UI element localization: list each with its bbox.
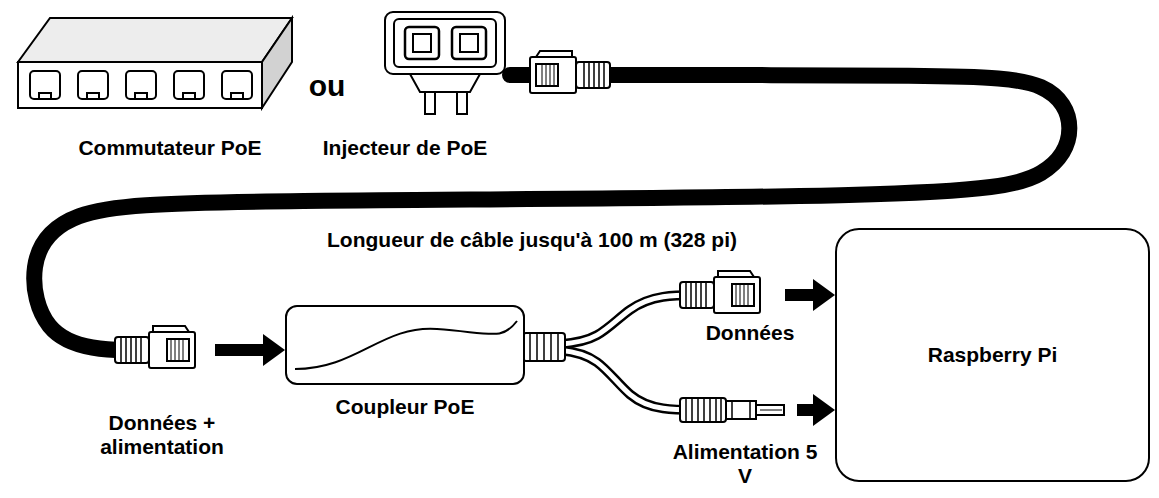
injector-port: [405, 27, 439, 59]
switch-port: [30, 71, 60, 99]
switch-node: Commutateur PoE: [25, 8, 315, 160]
switch-port: [126, 71, 156, 99]
coupler-box: Coupleur PoE: [285, 305, 525, 385]
strain-relief-body: [523, 333, 565, 361]
port-notch: [135, 93, 147, 99]
arrow-shaft: [797, 404, 815, 416]
port-notch: [39, 93, 51, 99]
injector-port: [452, 27, 486, 59]
arrow-shaft: [215, 344, 265, 356]
node-label: Injecteur de PoE: [323, 136, 488, 160]
rj45-plug: [530, 51, 610, 93]
arrow-shaft: [785, 289, 815, 301]
port-notch: [231, 93, 243, 99]
switch-port: [222, 71, 252, 99]
rj45-plug: [680, 271, 760, 313]
edge-label: Longueur de câble jusqu'à 100 m (328 pi): [252, 228, 812, 252]
rj45-plug: [115, 326, 195, 368]
arrow-head: [263, 334, 285, 366]
switch-side: [262, 18, 292, 108]
port-socket: [413, 34, 431, 52]
barrel-plug: [680, 398, 784, 422]
node-label: Raspberry Pi: [928, 343, 1058, 367]
coupler-swoosh: [287, 307, 523, 383]
switch-port: [174, 71, 204, 99]
node-label: Coupleur PoE: [336, 395, 475, 419]
arrow-head: [813, 394, 835, 426]
port-notch: [87, 93, 99, 99]
raspberry-pi-box: Raspberry Pi: [835, 228, 1150, 482]
switch-port: [30, 71, 252, 99]
injector-body: [385, 12, 505, 74]
switch-port: [78, 71, 108, 99]
injector-neck: [410, 74, 480, 92]
edge-label: Données: [690, 321, 810, 345]
switch-top: [18, 18, 292, 62]
swoosh-line: [295, 321, 517, 369]
port-socket: [460, 34, 478, 52]
port-notch: [183, 93, 195, 99]
injector-face: [394, 19, 496, 67]
or-word: ou: [297, 69, 357, 104]
switch-front: [18, 62, 262, 108]
poe-switch: [18, 18, 292, 108]
node-label: Commutateur PoE: [78, 136, 261, 160]
arrow-head: [813, 279, 835, 311]
poe-injector: [385, 12, 505, 114]
strain-relief: [523, 333, 565, 361]
plug-prong: [425, 92, 435, 114]
plug-prong: [457, 92, 467, 114]
edge-label: Alimentation 5 V: [660, 440, 830, 488]
cable-end-label: Données + alimentation: [80, 411, 245, 459]
strain-relief-ridge: [530, 333, 558, 361]
cable-connector: [525, 349, 835, 426]
